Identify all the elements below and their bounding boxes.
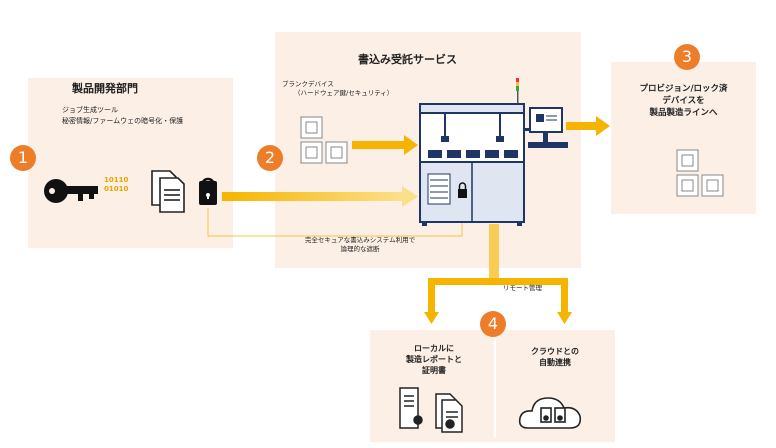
provisioned-chips-icon	[676, 149, 724, 197]
provision-line3: 製品製造ラインへ	[649, 108, 718, 118]
dev-line1: ジョブ生成ツール	[62, 106, 118, 114]
documents-icon	[151, 170, 185, 213]
output-arrow	[566, 116, 610, 136]
lock-icon	[199, 177, 217, 205]
step-badge-4: 4	[480, 311, 506, 337]
step-badge-3: 3	[674, 44, 700, 70]
dev-title: 製品開発部門	[72, 82, 138, 95]
dev-line2: 秘密情報/ファームウェの暗号化・保護	[62, 117, 184, 125]
provision-line1: プロビジョン/ロック済	[639, 84, 728, 94]
blank-devices-line1: ブランクデバイス	[282, 80, 334, 88]
key-icon	[44, 179, 98, 203]
provision-line2: デバイスを	[662, 96, 705, 106]
local-report-line2: 製造レポートと	[406, 355, 462, 364]
blank-chips-icon	[300, 116, 348, 164]
binary-text-2: 01010	[104, 185, 129, 193]
encrypted-data-arrow	[222, 186, 418, 207]
remote-management-label: リモート管理	[503, 284, 542, 292]
binary-text-1: 10110	[104, 176, 129, 184]
logical-isolation-line	[207, 208, 463, 237]
local-report-line1: ローカルに	[414, 344, 454, 353]
secure-system-line2: 論理的な遮断	[340, 245, 380, 253]
cloud-icon	[518, 397, 582, 429]
remote-management-arrows	[424, 224, 572, 324]
step-badge-2: 2	[257, 145, 283, 171]
programmer-machine-icon	[419, 78, 568, 226]
service-title: 書込み受託サービス	[358, 53, 457, 66]
secure-system-line1: 完全セキュアな書込みシステム利用で	[304, 236, 416, 244]
cloud-line1: クラウドとの	[531, 347, 579, 356]
blank-device-arrow	[352, 135, 418, 155]
cloud-line2: 自動連携	[539, 358, 571, 367]
blank-devices-line2: （ハードウェア鍵/セキュリティ）	[294, 89, 394, 97]
report-certificate-icon	[399, 387, 463, 433]
dev-department-panel	[28, 78, 233, 248]
step-badge-1: 1	[10, 145, 36, 171]
local-report-line3: 証明書	[422, 366, 446, 375]
